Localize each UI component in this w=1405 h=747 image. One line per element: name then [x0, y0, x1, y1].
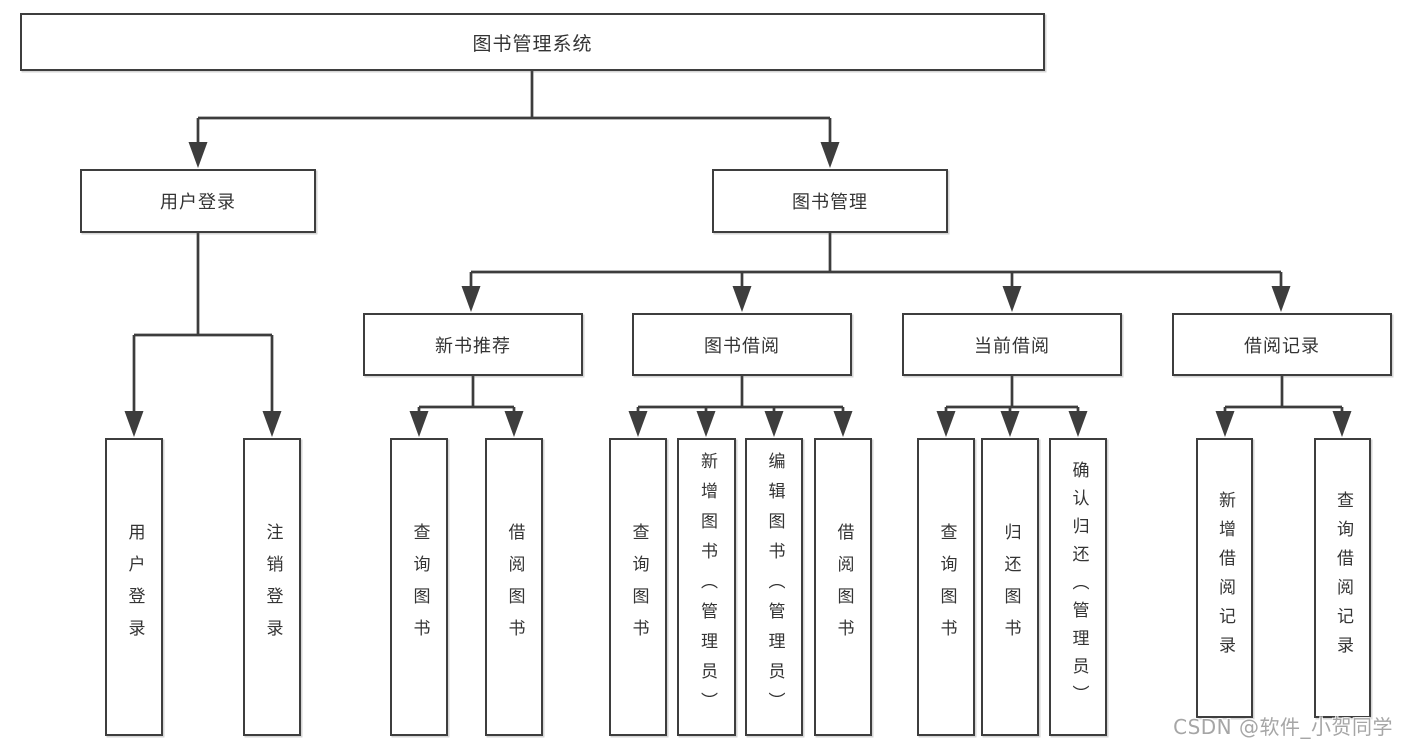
arrow-down-icon: [461, 286, 481, 312]
node-borrow-record: 借阅记录: [1172, 313, 1392, 376]
arrow-down-icon: [1271, 286, 1291, 312]
leaf-user-login: 用户登录: [105, 438, 163, 736]
arrow-down-icon: [1000, 411, 1020, 437]
node-root: 图书管理系统: [20, 13, 1045, 71]
connectors-user-login: [124, 233, 282, 437]
leaf-query-book-borrow: 查询图书: [609, 438, 667, 736]
arrow-down-icon: [696, 411, 716, 437]
connectors-book-borrow: [628, 376, 853, 437]
arrow-down-icon: [936, 411, 956, 437]
node-new-book-recommend: 新书推荐: [363, 313, 583, 376]
arrow-down-icon: [1002, 286, 1022, 312]
connectors-book-management: [461, 233, 1291, 312]
connectors-current-borrow: [936, 376, 1088, 437]
leaf-borrow-book-newrec: 借阅图书: [485, 438, 543, 736]
arrow-down-icon: [188, 142, 208, 168]
node-current-borrow: 当前借阅: [902, 313, 1122, 376]
arrow-down-icon: [820, 142, 840, 168]
leaf-borrow-book: 借阅图书: [814, 438, 872, 736]
arrow-down-icon: [1332, 411, 1352, 437]
arrow-down-icon: [628, 411, 648, 437]
leaf-add-borrow-record: 新增借阅记录: [1196, 438, 1253, 718]
leaf-edit-book-admin: 编辑图书（管理员）: [745, 438, 803, 736]
arrow-down-icon: [833, 411, 853, 437]
arrow-down-icon: [504, 411, 524, 437]
arrow-down-icon: [764, 411, 784, 437]
arrow-down-icon: [409, 411, 429, 437]
arrow-down-icon: [262, 411, 282, 437]
leaf-confirm-return-admin: 确认归还（管理员）: [1049, 438, 1107, 736]
connectors-root: [188, 71, 840, 168]
leaf-query-book-newrec: 查询图书: [390, 438, 448, 736]
arrow-down-icon: [124, 411, 144, 437]
leaf-add-book-admin: 新增图书（管理员）: [677, 438, 736, 736]
leaf-logout-login: 注销登录: [243, 438, 301, 736]
node-user-login: 用户登录: [80, 169, 316, 233]
node-book-borrow: 图书借阅: [632, 313, 852, 376]
watermark: CSDN @软件_小贺同学: [1173, 715, 1393, 739]
leaf-return-book: 归还图书: [981, 438, 1039, 736]
leaf-query-borrow-record: 查询借阅记录: [1314, 438, 1371, 718]
connectors-new-book: [409, 376, 524, 437]
leaf-query-book-current: 查询图书: [917, 438, 975, 736]
arrow-down-icon: [732, 286, 752, 312]
arrow-down-icon: [1068, 411, 1088, 437]
connectors-borrow-record: [1215, 376, 1352, 437]
node-book-management: 图书管理: [712, 169, 948, 233]
arrow-down-icon: [1215, 411, 1235, 437]
